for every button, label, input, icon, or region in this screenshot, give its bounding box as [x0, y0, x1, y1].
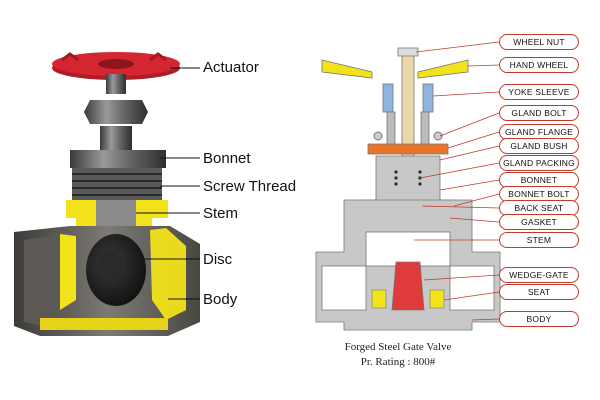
label-screw-thread: Screw Thread	[203, 178, 297, 195]
cutaway-valve	[14, 52, 200, 336]
pill-gland-bush: GLAND BUSH	[499, 138, 579, 154]
pill-gasket: GASKET	[499, 214, 579, 230]
pill-wheel-nut: WHEEL NUT	[499, 34, 579, 50]
section-valve	[315, 47, 501, 331]
label-stem: Stem	[203, 205, 239, 222]
pill-stem: STEM	[499, 232, 579, 248]
pill-gland-packing: GLAND PACKING	[499, 155, 579, 171]
pill-hand-wheel: HAND WHEEL	[499, 57, 579, 73]
label-body: Body	[203, 291, 238, 308]
pill-yoke-sleeve: YOKE SLEEVE	[499, 84, 579, 100]
right-leader-lines	[414, 41, 500, 321]
caption-rating: Pr. Rating : 800#	[360, 356, 436, 368]
pill-gland-bolt: GLAND BOLT	[499, 105, 579, 121]
pill-seat: SEAT	[499, 284, 579, 300]
pill-wedge-gate: WEDGE-GATE	[499, 267, 579, 283]
pill-body: BODY	[499, 311, 579, 327]
left-leader-lines	[136, 67, 200, 300]
pill-bonnet: BONNET	[499, 172, 579, 188]
label-actuator: Actuator	[203, 59, 259, 76]
label-bonnet: Bonnet	[203, 150, 251, 167]
caption-title: Forged Steel Gate Valve	[344, 341, 452, 353]
label-disc: Disc	[203, 251, 233, 268]
screw-thread-shape	[72, 168, 162, 204]
